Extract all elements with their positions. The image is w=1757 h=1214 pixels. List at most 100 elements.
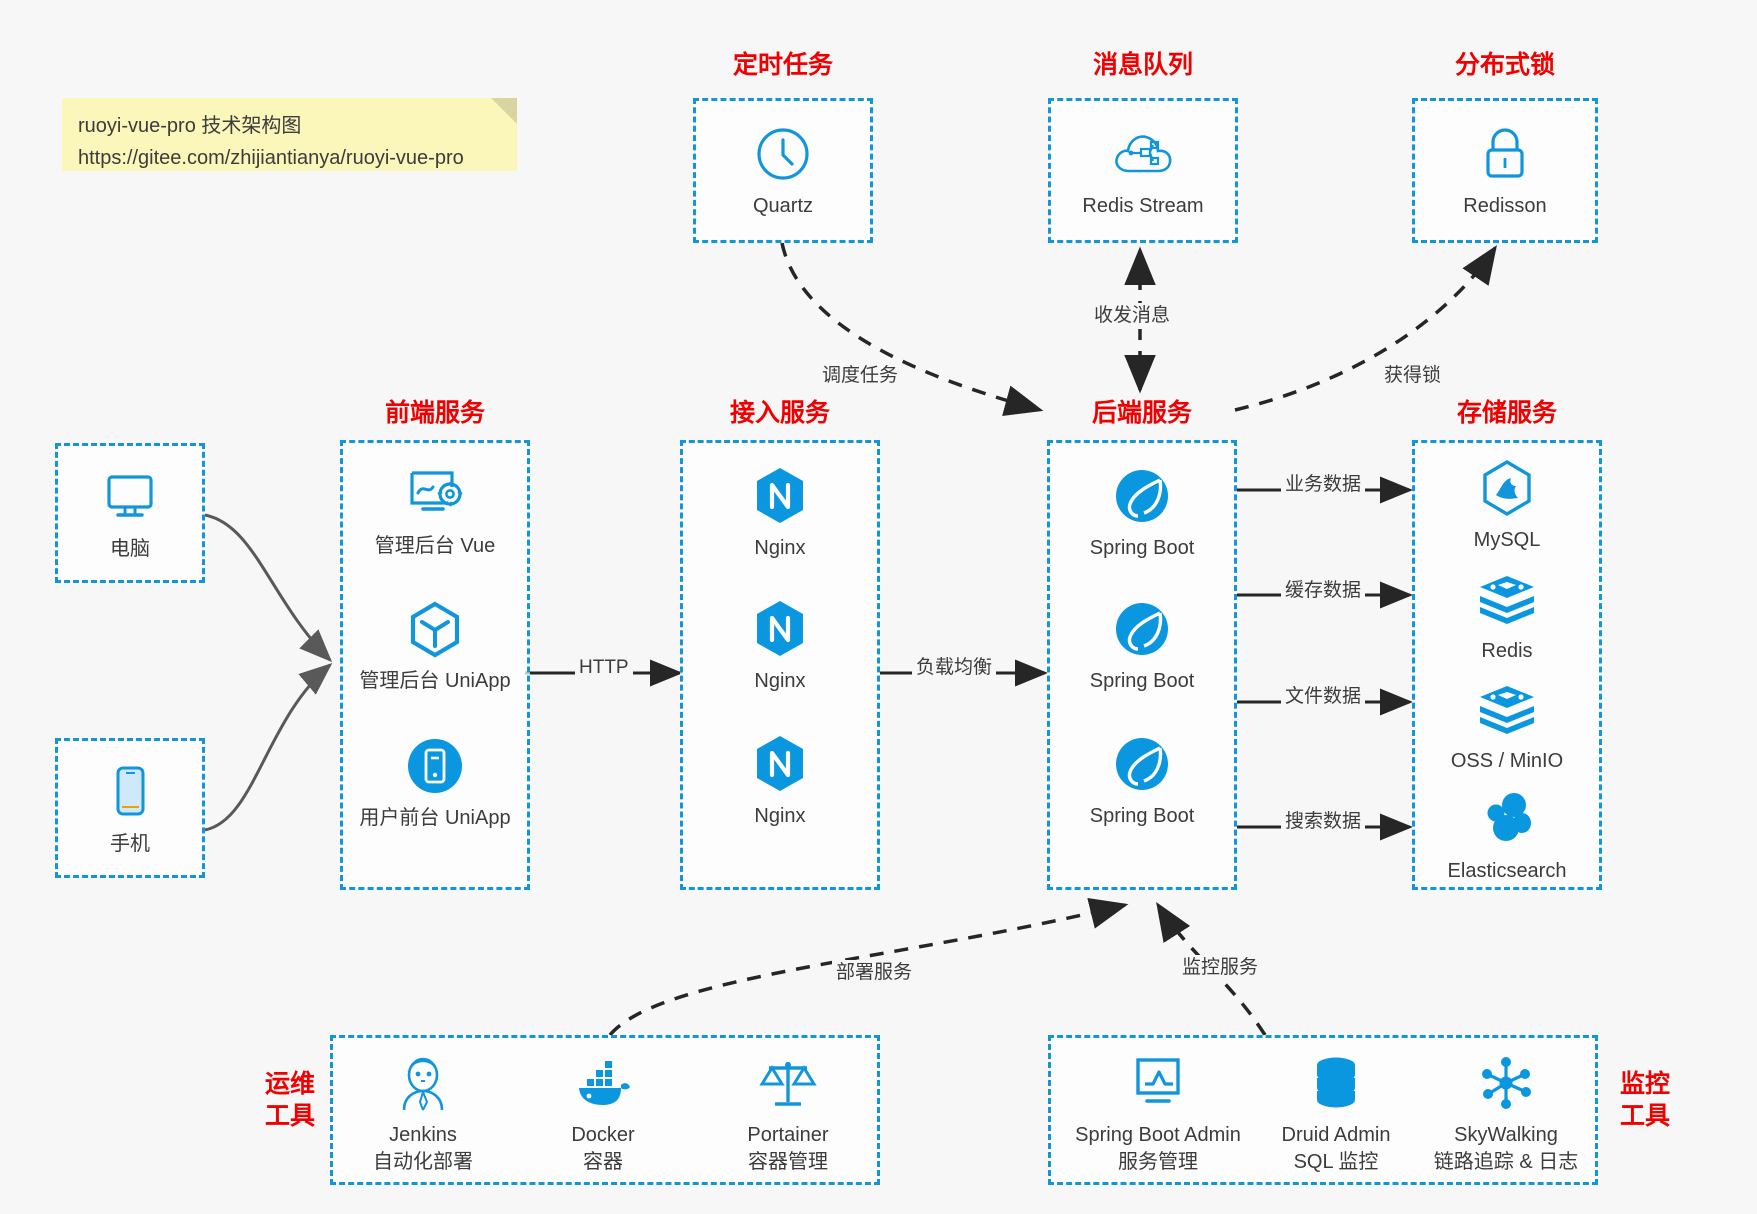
group-title-storage: 存储服务 xyxy=(1456,399,1557,427)
node-label: 电脑 xyxy=(110,538,150,560)
monitor-title-line-1: 监控 xyxy=(1619,1070,1670,1098)
note-line-2: https://gitee.com/zhijiantianya/ruoyi-vu… xyxy=(78,147,464,169)
monitor-icon xyxy=(58,466,202,528)
node-sublabel: 容器 xyxy=(583,1151,623,1173)
node-label: Nginx xyxy=(754,537,806,559)
node-portainer[interactable]: Portainer 容器管理 xyxy=(708,1052,868,1176)
node-spring-boot-3[interactable]: Spring Boot xyxy=(1050,733,1234,829)
edge-label-schedule-task: 调度任务 xyxy=(818,363,903,389)
ops-title-line-1: 运维 xyxy=(264,1070,315,1098)
node-label: Portainer xyxy=(747,1124,829,1146)
node-druid-admin[interactable]: Druid Admin SQL 监控 xyxy=(1256,1052,1416,1176)
node-label: Docker xyxy=(571,1124,635,1146)
node-skywalking[interactable]: SkyWalking 链路追踪 & 日志 xyxy=(1416,1052,1596,1176)
monitor-chart-icon xyxy=(1063,1052,1253,1114)
edge-label-search-data: 搜索数据 xyxy=(1281,809,1366,835)
cube-icon xyxy=(343,598,527,660)
node-computer[interactable]: 电脑 xyxy=(58,466,202,562)
group-title-distributed-lock: 分布式锁 xyxy=(1454,51,1555,79)
edge-label-http: HTTP xyxy=(575,655,633,681)
group-title-ops-tools: 运维 工具 xyxy=(255,1068,325,1132)
node-oss-minio[interactable]: OSS / MinIO xyxy=(1415,678,1599,774)
node-sublabel: 容器管理 xyxy=(748,1151,828,1173)
node-sublabel: SQL 监控 xyxy=(1293,1151,1379,1173)
node-label: Spring Boot xyxy=(1089,537,1195,559)
node-nginx-3[interactable]: Nginx xyxy=(683,733,877,829)
edge-label-cache-data: 缓存数据 xyxy=(1281,578,1366,604)
group-title-backend: 后端服务 xyxy=(1091,399,1192,427)
mobile-app-icon xyxy=(343,735,527,797)
node-label: OSS / MinIO xyxy=(1450,750,1564,772)
monitor-title-line-2: 工具 xyxy=(1619,1102,1670,1130)
group-monitor-tools: Spring Boot Admin 服务管理 Druid Admin SQL 监… xyxy=(1048,1035,1598,1185)
nginx-icon xyxy=(683,598,877,660)
group-distributed-lock: Redisson xyxy=(1412,98,1598,243)
node-jenkins[interactable]: Jenkins 自动化部署 xyxy=(343,1052,503,1176)
group-title-scheduled-task: 定时任务 xyxy=(732,51,833,79)
node-label: Spring Boot xyxy=(1089,805,1195,827)
edge-label-business-data: 业务数据 xyxy=(1281,472,1366,498)
note-line-1: ruoyi-vue-pro 技术架构图 xyxy=(78,115,302,137)
lock-icon xyxy=(1415,123,1595,185)
spring-boot-icon xyxy=(1050,465,1234,527)
node-label: Quartz xyxy=(752,195,814,217)
edge-label-send-receive-message: 收发消息 xyxy=(1090,303,1175,329)
note-folded-corner xyxy=(491,98,517,124)
node-user-uniapp[interactable]: 用户前台 UniApp xyxy=(343,735,527,831)
elasticsearch-icon xyxy=(1415,788,1599,850)
node-label: Spring Boot Admin xyxy=(1075,1124,1241,1146)
node-label: Spring Boot xyxy=(1089,670,1195,692)
dashboard-gear-icon xyxy=(343,463,527,525)
group-ops-tools: Jenkins 自动化部署 Docker 容器 xyxy=(330,1035,880,1185)
database-icon xyxy=(1256,1052,1416,1114)
node-label: Redis Stream xyxy=(1082,195,1204,217)
redis-icon xyxy=(1415,568,1599,630)
group-title-message-queue: 消息队列 xyxy=(1092,51,1193,79)
node-quartz[interactable]: Quartz xyxy=(696,123,870,219)
node-label: 手机 xyxy=(110,833,150,855)
edge-label-monitor-service: 监控服务 xyxy=(1178,955,1263,981)
group-storage: MySQL Redis xyxy=(1412,440,1602,890)
group-backend: Spring Boot Spring Boot Spring Boot xyxy=(1047,440,1237,890)
node-label: Nginx xyxy=(754,805,806,827)
group-title-gateway: 接入服务 xyxy=(729,399,830,427)
group-title-frontend: 前端服务 xyxy=(384,399,485,427)
node-label: 管理后台 UniApp xyxy=(359,670,511,692)
mysql-icon xyxy=(1415,457,1599,519)
node-mysql[interactable]: MySQL xyxy=(1415,457,1599,553)
node-label: Nginx xyxy=(754,670,806,692)
cloud-network-icon xyxy=(1051,123,1235,185)
nginx-icon xyxy=(683,465,877,527)
node-nginx-1[interactable]: Nginx xyxy=(683,465,877,561)
title-note: ruoyi-vue-pro 技术架构图 https://gitee.com/zh… xyxy=(62,98,517,171)
node-admin-uniapp[interactable]: 管理后台 UniApp xyxy=(343,598,527,694)
node-label: 用户前台 UniApp xyxy=(359,807,511,829)
edge-label-file-data: 文件数据 xyxy=(1281,684,1366,710)
scales-icon xyxy=(708,1052,868,1114)
node-label: 管理后台 Vue xyxy=(374,535,496,557)
phone-icon xyxy=(58,761,202,823)
node-redisson[interactable]: Redisson xyxy=(1415,123,1595,219)
node-admin-vue[interactable]: 管理后台 Vue xyxy=(343,463,527,559)
node-label: Redis xyxy=(1481,640,1533,662)
node-spring-boot-admin[interactable]: Spring Boot Admin 服务管理 xyxy=(1063,1052,1253,1176)
group-scheduled-task: Quartz xyxy=(693,98,873,243)
jenkins-icon xyxy=(343,1052,503,1114)
docker-icon xyxy=(523,1052,683,1114)
node-phone[interactable]: 手机 xyxy=(58,761,202,857)
node-label: Elasticsearch xyxy=(1447,860,1567,882)
node-redis-stream[interactable]: Redis Stream xyxy=(1051,123,1235,219)
node-docker[interactable]: Docker 容器 xyxy=(523,1052,683,1176)
node-redis[interactable]: Redis xyxy=(1415,568,1599,664)
edge-label-acquire-lock: 获得锁 xyxy=(1380,363,1446,389)
nginx-icon xyxy=(683,733,877,795)
node-spring-boot-1[interactable]: Spring Boot xyxy=(1050,465,1234,561)
node-elasticsearch[interactable]: Elasticsearch xyxy=(1415,788,1599,884)
node-label: Redisson xyxy=(1463,195,1547,217)
node-sublabel: 链路追踪 & 日志 xyxy=(1433,1151,1579,1173)
skywalking-icon xyxy=(1416,1052,1596,1114)
node-spring-boot-2[interactable]: Spring Boot xyxy=(1050,598,1234,694)
group-client-phone: 手机 xyxy=(55,738,205,878)
node-nginx-2[interactable]: Nginx xyxy=(683,598,877,694)
